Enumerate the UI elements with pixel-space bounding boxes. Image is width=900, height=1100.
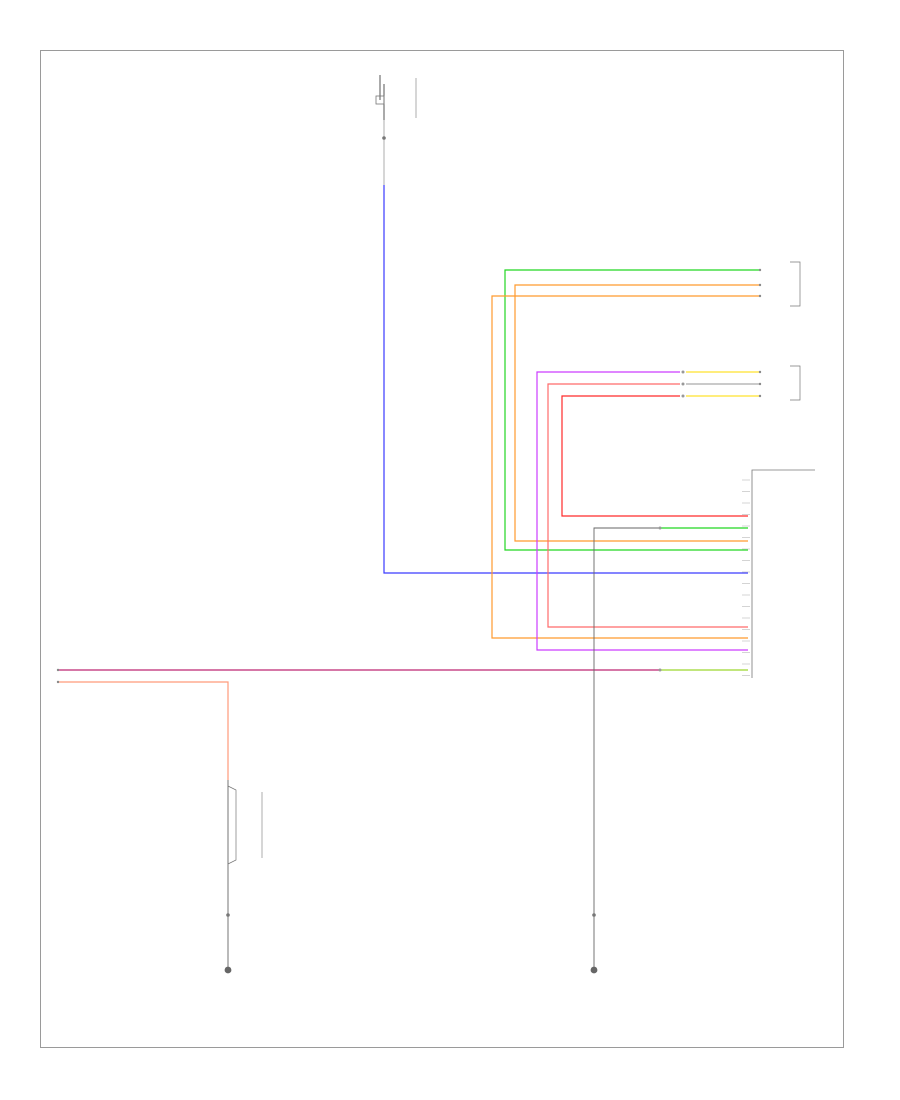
- inline-connectors: [658, 370, 685, 672]
- ground-left: [224, 966, 232, 974]
- green-wire: [504, 269, 760, 551]
- pin-dot: [758, 294, 762, 298]
- orange-wire-2: [491, 295, 760, 639]
- switch-assembly: [226, 785, 263, 917]
- control-module-outline: [751, 469, 815, 678]
- pin-dot: [758, 394, 762, 398]
- diagram-frame: [40, 50, 844, 1048]
- ground-wire-right: [593, 527, 660, 970]
- inline-connector: [658, 668, 662, 672]
- left-wire-terminals: [56, 668, 60, 684]
- ground-right: [590, 913, 598, 974]
- fuse-symbol: [375, 95, 385, 105]
- control-module: [742, 469, 815, 678]
- connector-dot: [382, 136, 386, 140]
- switch-ground-connector: [226, 913, 230, 917]
- ground-right-connector: [592, 913, 596, 917]
- left-terminal: [56, 680, 60, 684]
- pin-dot: [758, 382, 762, 386]
- sensor-upper: [758, 261, 801, 307]
- inline-connector: [681, 370, 685, 374]
- sensor-upper-bracket: [790, 261, 801, 307]
- pink-wire: [547, 383, 748, 628]
- red-wire: [561, 395, 748, 517]
- purple-wire: [536, 371, 748, 651]
- module-pins: [742, 479, 750, 676]
- inline-connector: [658, 526, 662, 530]
- pin-dot: [758, 370, 762, 374]
- inline-connector: [681, 382, 685, 386]
- ground-left-symbol: [224, 966, 232, 974]
- wire-set: [58, 185, 760, 970]
- pink-orange-switch-wire: [58, 681, 229, 780]
- sensor-middle: [758, 365, 801, 401]
- pin-dot: [758, 268, 762, 272]
- left-terminal: [56, 668, 60, 672]
- orange-wire-1: [514, 284, 760, 542]
- inline-connector: [681, 394, 685, 398]
- blue-wire: [383, 185, 748, 574]
- switch-symbol: [227, 785, 237, 865]
- ground-right-symbol: [590, 966, 598, 974]
- power-source: ​​: [375, 75, 417, 185]
- sensor-middle-bracket: [790, 365, 801, 401]
- pin-dot: [758, 283, 762, 287]
